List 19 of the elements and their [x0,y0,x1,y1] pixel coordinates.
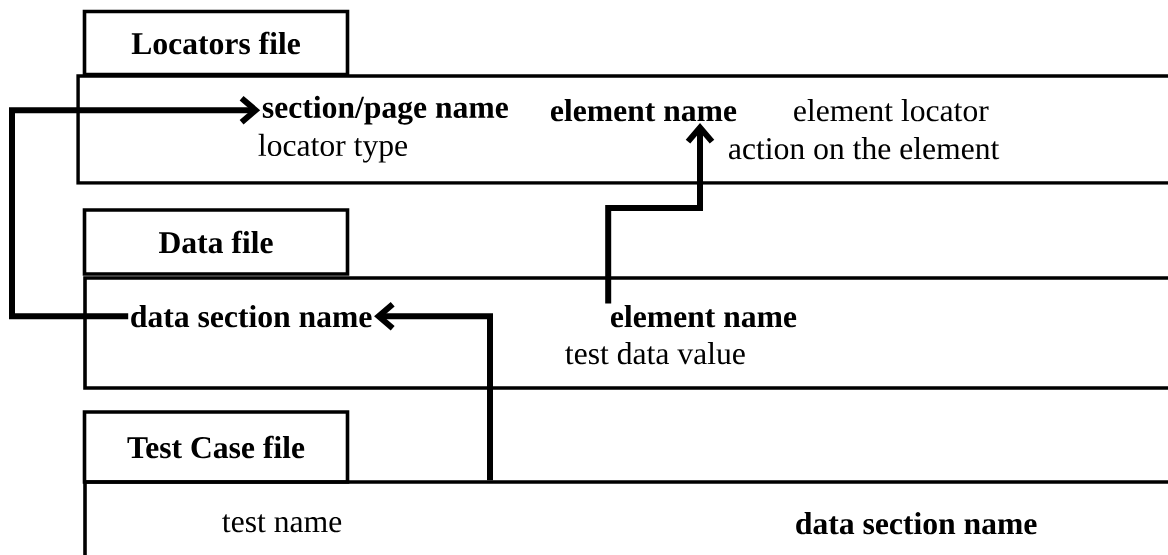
field-name: locator type [258,133,407,163]
field-name: data section name [796,512,1037,535]
file-tab: Data file [82,208,350,276]
field-name: section/page name [262,95,508,125]
file-tab: Locators file [82,9,350,77]
field-name: test data value [565,342,745,365]
arrow [374,301,493,481]
field-name: element name [550,99,737,122]
field-name: test name [222,514,342,533]
file-band [76,74,1168,185]
file-band [83,480,1168,555]
file-tab: Test Case file [82,410,350,484]
field-name: data section name [131,305,372,328]
arrow [605,123,715,304]
field-name: element locator [794,99,989,122]
field-name: element name [610,305,797,328]
arrow [9,95,261,320]
file-band [83,276,1168,390]
field-name: action on the element [729,137,1000,160]
